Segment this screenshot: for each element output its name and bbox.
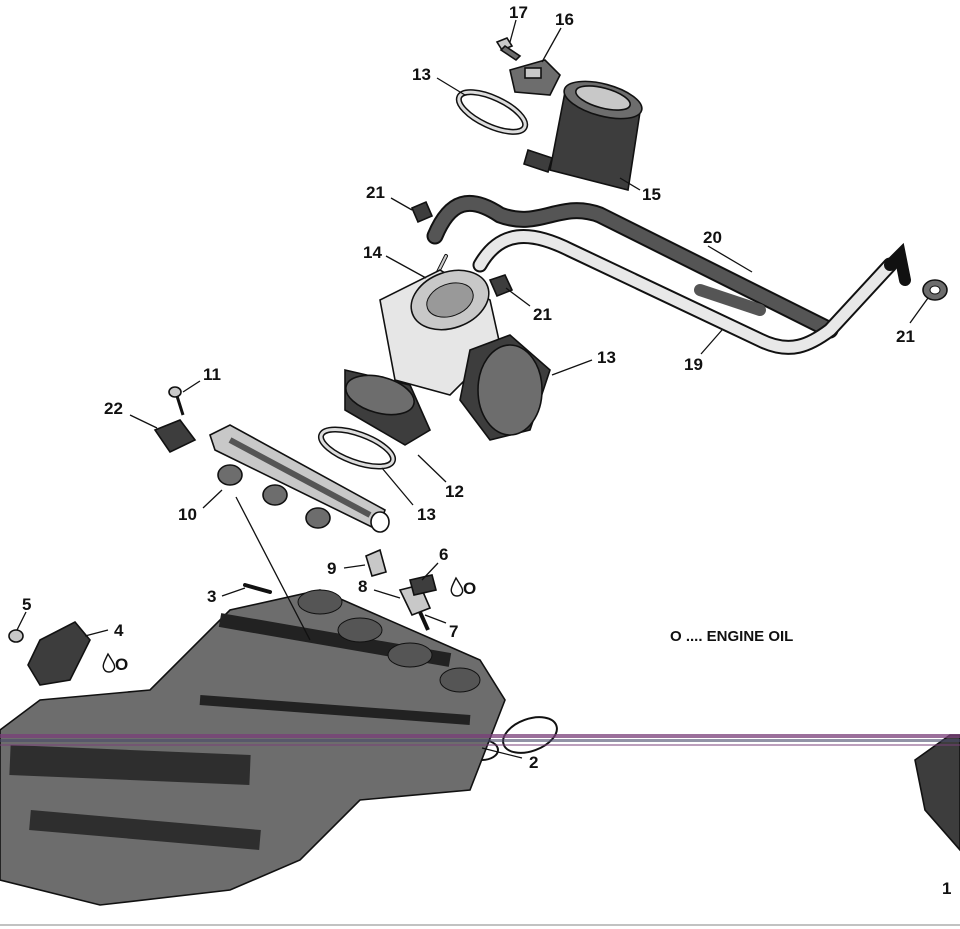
part-14-throttle-body <box>379 269 551 441</box>
callout-18: 17 <box>509 3 528 22</box>
callout-1: 1 <box>942 879 951 898</box>
part-10-fuel-rail <box>209 424 390 533</box>
part-18-screw <box>495 37 522 62</box>
callout-22: 22 <box>104 399 123 418</box>
callout-2: 2 <box>529 753 538 772</box>
callout-21-a: 21 <box>366 183 385 202</box>
part-3-screw <box>243 583 272 594</box>
part-19-20-hoses <box>426 194 911 355</box>
callout-13-top: 13 <box>412 65 431 84</box>
oil-marker-1: O <box>450 576 476 598</box>
callout-labels: 17 16 13 15 21 14 20 21 19 21 13 11 22 1… <box>22 3 951 898</box>
part-17-sensor <box>509 59 561 96</box>
callout-14: 13 <box>597 348 616 367</box>
callout-12: 12 <box>445 482 464 501</box>
part-12-adaptor <box>344 368 432 446</box>
part-16-intake-tube <box>523 80 643 191</box>
callout-7: 7 <box>449 622 458 641</box>
oil-drop-icon <box>102 652 116 673</box>
oil-marker-letter: O <box>463 579 476 598</box>
scan-artifact-band <box>0 734 960 926</box>
leader-lines <box>16 19 929 759</box>
part-5-screw <box>8 629 24 643</box>
callout-17: 16 <box>555 10 574 29</box>
part-21-clip-c <box>922 279 948 301</box>
part-6-7-8-injector <box>398 574 437 631</box>
callout-21-b: 21 <box>533 305 552 324</box>
part-22-support <box>153 419 197 454</box>
callout-15: 14 <box>363 243 382 262</box>
callout-3: 3 <box>207 587 216 606</box>
part-21-clip-b <box>488 274 514 298</box>
oil-marker-2: O <box>102 652 128 674</box>
callout-16: 15 <box>642 185 661 204</box>
legend-engine-oil: O .... ENGINE OIL <box>670 628 793 645</box>
callout-8: 8 <box>358 577 367 596</box>
callout-13-bottom: 13 <box>417 505 436 524</box>
callout-6: 6 <box>439 545 448 564</box>
callout-21-c: 21 <box>896 327 915 346</box>
callout-19: 19 <box>684 355 703 374</box>
part-9-clip <box>365 548 387 577</box>
callout-9: 9 <box>327 559 336 578</box>
oil-marker-letter: O <box>115 655 128 674</box>
callout-20: 20 <box>703 228 722 247</box>
part-13-clamp-bottom <box>317 426 397 470</box>
callout-4: 4 <box>114 621 124 640</box>
part-1-intake-manifold <box>0 589 960 906</box>
oil-drop-icon <box>450 576 464 597</box>
callout-5: 5 <box>22 595 31 614</box>
part-13-clamp-top <box>455 89 529 135</box>
part-11-bolt <box>168 386 185 416</box>
callout-10: 10 <box>178 505 197 524</box>
callout-11: 11 <box>203 365 221 384</box>
part-21-clip-a <box>410 200 434 224</box>
part-4-sensor <box>27 620 91 686</box>
